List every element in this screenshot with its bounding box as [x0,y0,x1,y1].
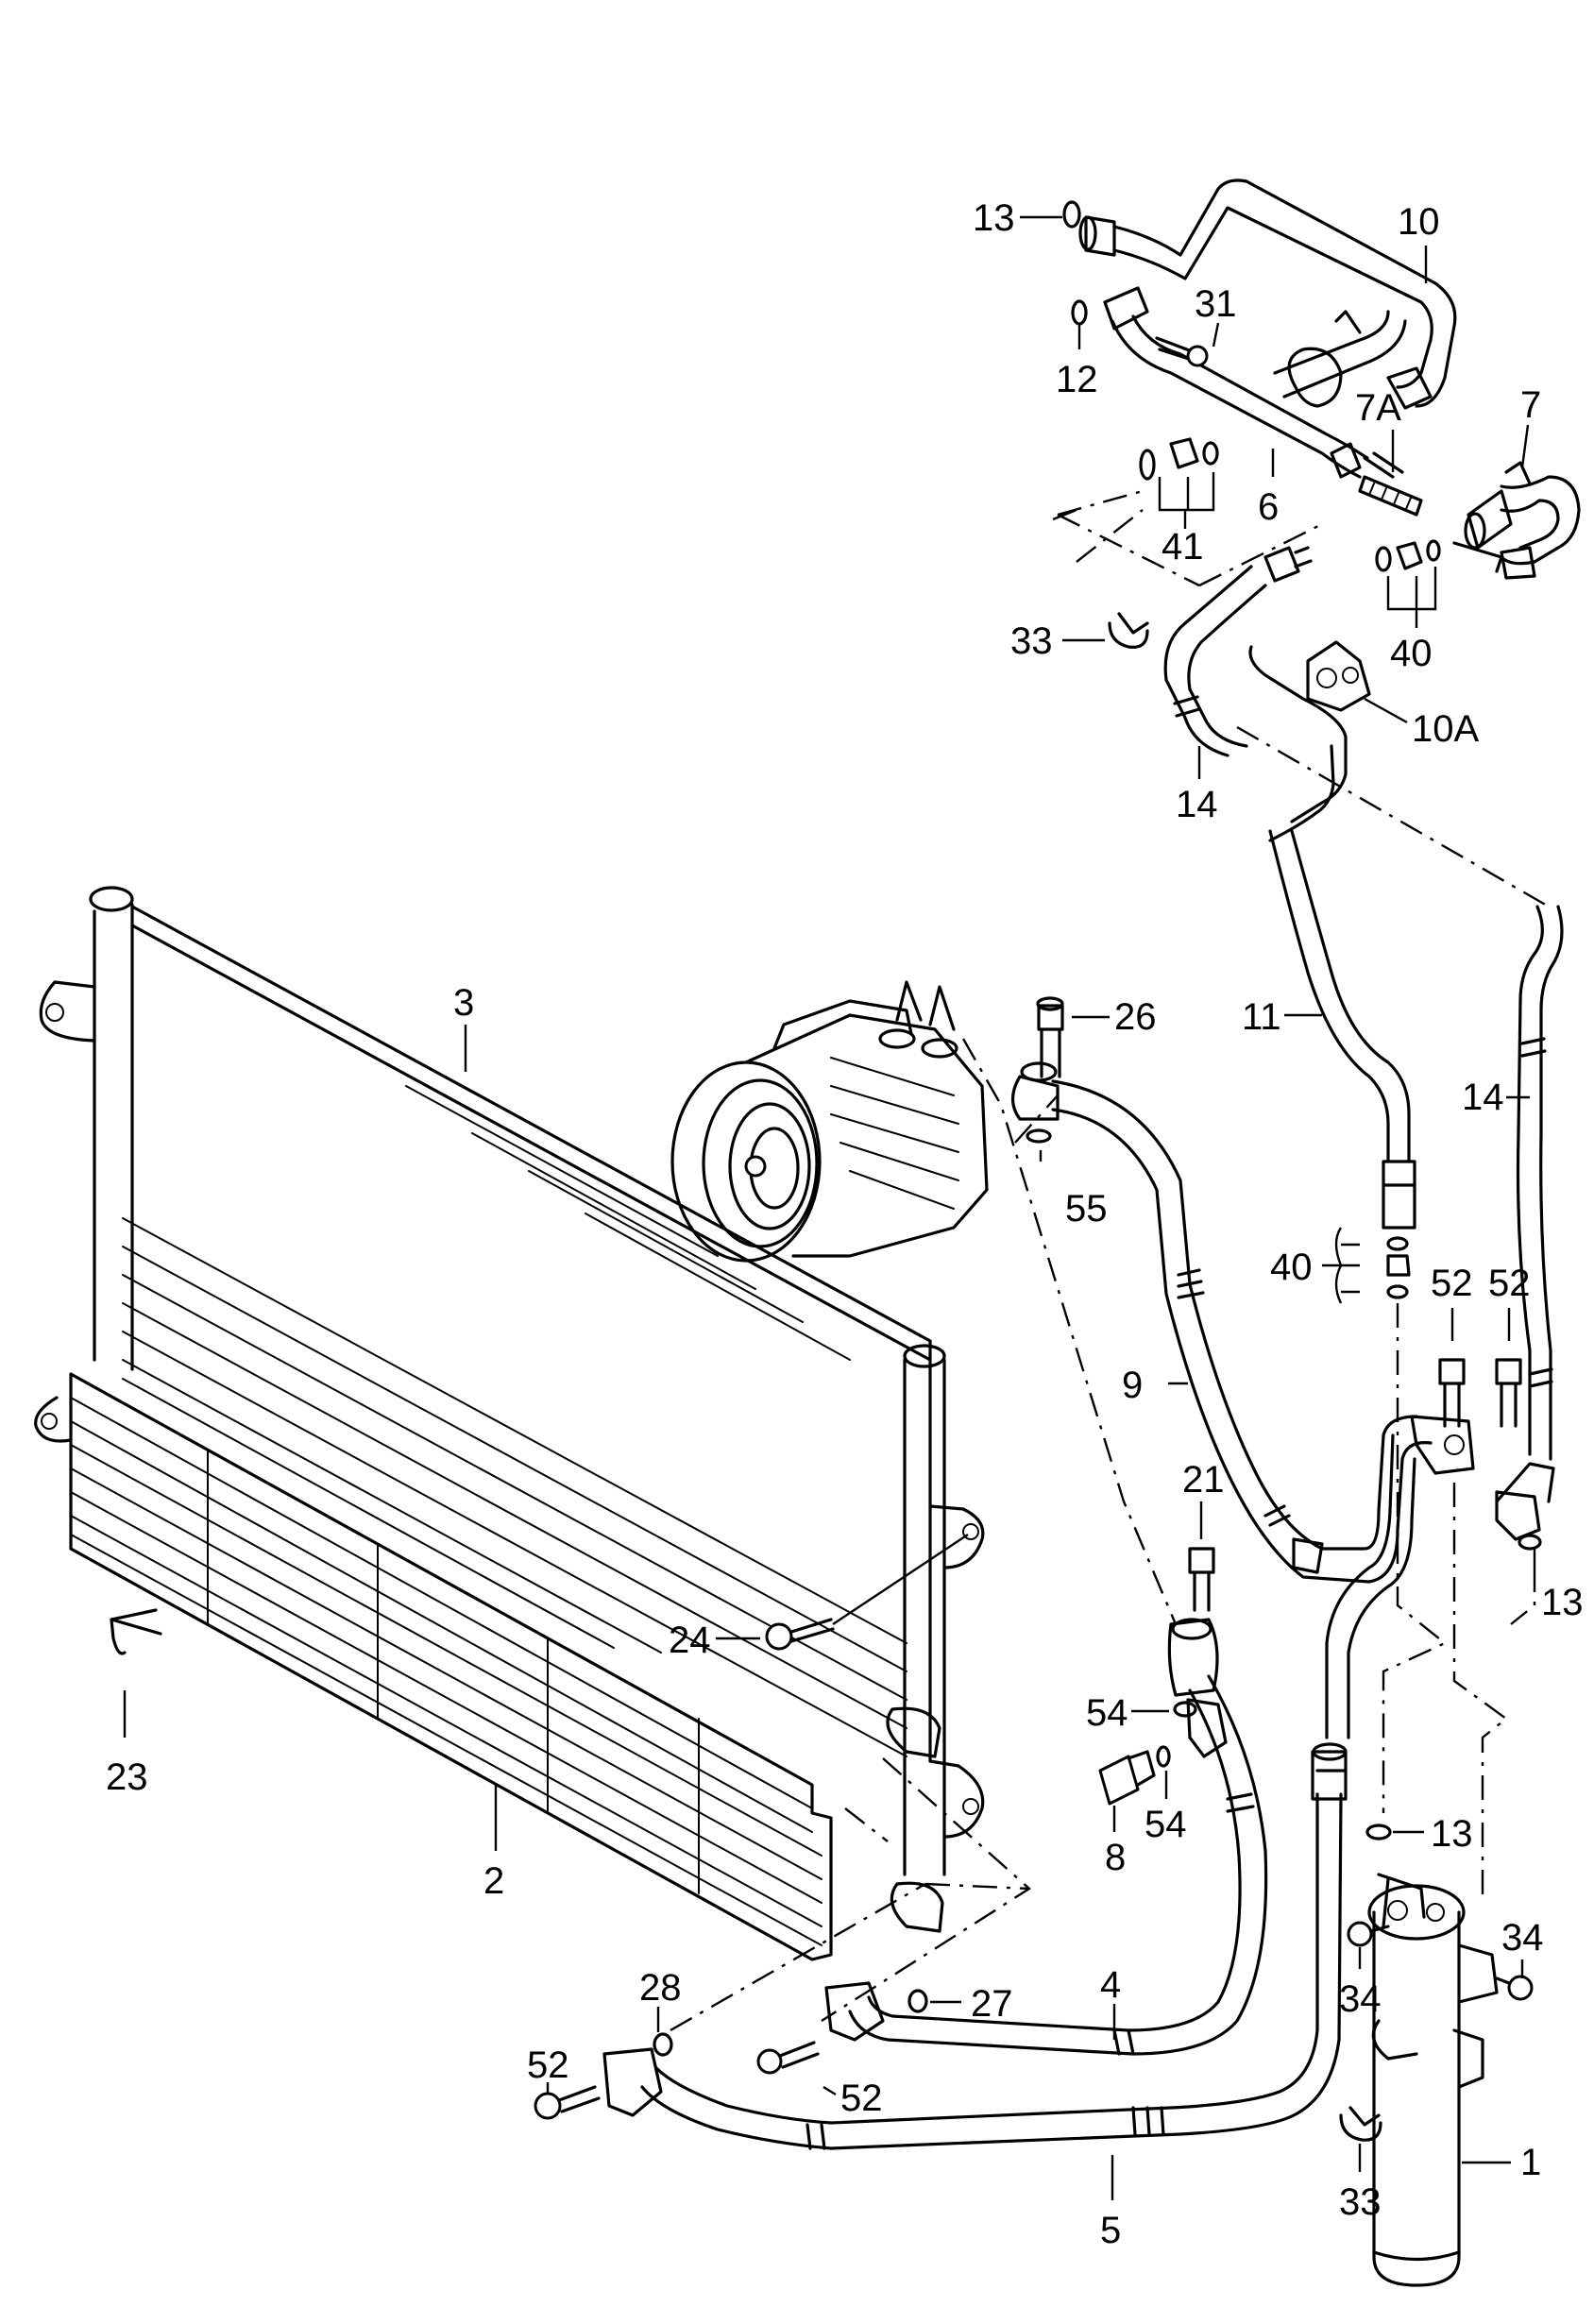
callout-9: 9 [1122,1365,1143,1406]
callout-13: 13 [973,197,1015,239]
condenser [39,886,985,1933]
hose-4 [824,1618,1268,2056]
seals-40-upper [1375,539,1441,611]
pressure-sensor-8 [1098,1750,1156,1806]
bolt-24 [765,1534,969,1651]
nut-34-left [1347,1921,1390,1947]
callout-10a: 10A [1412,708,1479,750]
callout-13-right: 13 [1541,1582,1584,1623]
hose-7 [1452,461,1581,580]
clip-33-upper [1108,612,1149,649]
seal-13-top [1062,200,1081,229]
bolt-52-right-a [1438,1358,1466,1428]
seals-40-lower [1386,1236,1411,1299]
callout-5: 5 [1100,2210,1121,2251]
line-11 [1248,645,1416,1230]
nut-34-right [1495,1975,1534,2001]
callout-10: 10 [1398,201,1440,243]
callout-41: 41 [1162,526,1204,568]
hose-10 [1078,178,1457,410]
callout-34-left: 34 [1339,1978,1382,2020]
seals-41 [1139,437,1219,512]
seal-54-lower [1156,1745,1171,1768]
bolt-21 [1188,1547,1215,1612]
hose-5 [602,1742,1348,2150]
callout-52-a: 52 [1431,1263,1473,1304]
callout-52-lower-b: 52 [840,2078,883,2119]
callout-24: 24 [669,1620,711,1661]
hose-9 [1010,1061,1475,1584]
callout-55: 55 [1065,1188,1108,1230]
line-14-upper [1163,546,1313,757]
callout-4: 4 [1100,1964,1121,2006]
callout-40-upper: 40 [1390,633,1433,674]
bolt-52-lower-b [756,2041,820,2075]
callout-26: 26 [1114,996,1157,1038]
seal-12 [1071,299,1088,326]
bolt-52-lower-a [534,2085,601,2120]
ac-compressor [670,980,989,1263]
callout-34-right: 34 [1501,1917,1544,1959]
callout-33-upper: 33 [1010,620,1053,662]
callout-23: 23 [106,1756,148,1798]
callout-11: 11 [1242,996,1281,1038]
clip-33-lower [1339,2106,1382,2142]
bolt-52-right-b [1495,1358,1522,1428]
bracket-10a [1306,640,1371,712]
leader-lines [123,215,1536,2200]
callout-2: 2 [483,1860,504,1902]
receiver-drier [1367,1873,1499,2287]
callout-52-lower-a: 52 [527,2044,569,2086]
auxiliary-radiator [34,1372,833,1961]
callout-6: 6 [1258,486,1279,528]
clip-23 [110,1608,162,1655]
seal-27 [907,1989,928,2013]
callout-54-upper: 54 [1086,1692,1128,1734]
callout-12: 12 [1056,359,1098,400]
callout-31: 31 [1195,283,1237,325]
bolt-31 [1155,336,1209,367]
callout-21: 21 [1182,1459,1225,1501]
callout-27: 27 [971,1983,1013,2025]
line-6 [1103,286,1404,479]
callout-14-upper: 14 [1176,784,1218,825]
line-14 [1495,905,1564,1541]
callout-3: 3 [453,982,474,1024]
seal-13-right [1518,1534,1542,1551]
callout-13-lower: 13 [1431,1813,1473,1855]
pipe-11-lower [1325,1433,1416,1739]
bolt-26 [1036,996,1064,1078]
seal-13-lower [1365,1824,1392,1841]
seal-54-upper [1173,1701,1197,1718]
callout-40-lower: 40 [1270,1247,1313,1288]
assembly-lines [670,489,1550,2032]
callout-14-right: 14 [1462,1077,1504,1118]
callout-52-b: 52 [1488,1263,1531,1304]
callout-7: 7 [1520,384,1541,426]
callout-1: 1 [1520,2142,1541,2183]
callout-54-lower: 54 [1145,1804,1187,1845]
valve-7a [1358,475,1423,517]
seal-55 [1026,1128,1052,1144]
callout-28: 28 [639,1967,682,2009]
seal-28 [653,2032,673,2057]
callout-33-lower: 33 [1339,2181,1382,2223]
callout-labels: 13 10 31 12 7A 7 6 41 40 33 10A 14 3 26 … [106,197,1584,2251]
callout-8: 8 [1105,1837,1126,1878]
callout-7a: 7A [1355,387,1401,429]
